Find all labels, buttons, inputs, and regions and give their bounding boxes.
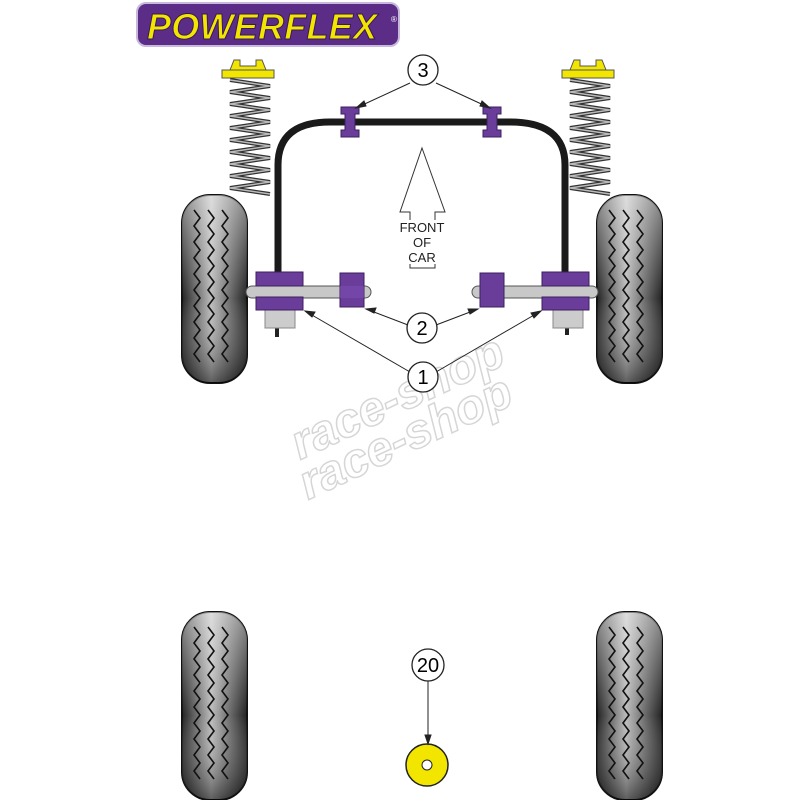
- right-arm-assembly: [471, 271, 599, 335]
- anti-roll-bar: [274, 118, 569, 285]
- svg-text:CAR: CAR: [408, 250, 435, 265]
- svg-text:20: 20: [417, 655, 439, 677]
- svg-text:POWERFLEX: POWERFLEX: [147, 6, 379, 47]
- tyre-front-right: [596, 194, 663, 384]
- leader-lines: [303, 82, 543, 746]
- callout-3: 3: [407, 54, 439, 86]
- front-of-car-indicator: FRONT OF CAR: [392, 146, 452, 269]
- tyre-front-left: [181, 194, 248, 384]
- bush-3-right: [482, 106, 502, 138]
- svg-text:1: 1: [417, 367, 428, 389]
- tyre-rear-left: [181, 611, 248, 800]
- left-spring: [221, 59, 275, 196]
- right-spring: [561, 59, 615, 196]
- tyre-rear-right: [596, 611, 663, 800]
- callout-2: 2: [406, 312, 438, 344]
- svg-text:3: 3: [417, 60, 428, 82]
- bush-20: [405, 743, 449, 787]
- callout-1: 1: [407, 361, 439, 393]
- svg-text:OF: OF: [413, 235, 431, 250]
- left-arm-assembly: [245, 271, 372, 337]
- svg-text:2: 2: [416, 318, 427, 340]
- watermark: race-shop race-shop: [282, 324, 522, 510]
- bush-3-left: [340, 106, 360, 138]
- svg-text:FRONT: FRONT: [400, 220, 445, 235]
- callout-20: 20: [411, 648, 445, 682]
- svg-text:®: ®: [391, 15, 397, 24]
- powerflex-logo: POWERFLEX ®: [136, 2, 400, 48]
